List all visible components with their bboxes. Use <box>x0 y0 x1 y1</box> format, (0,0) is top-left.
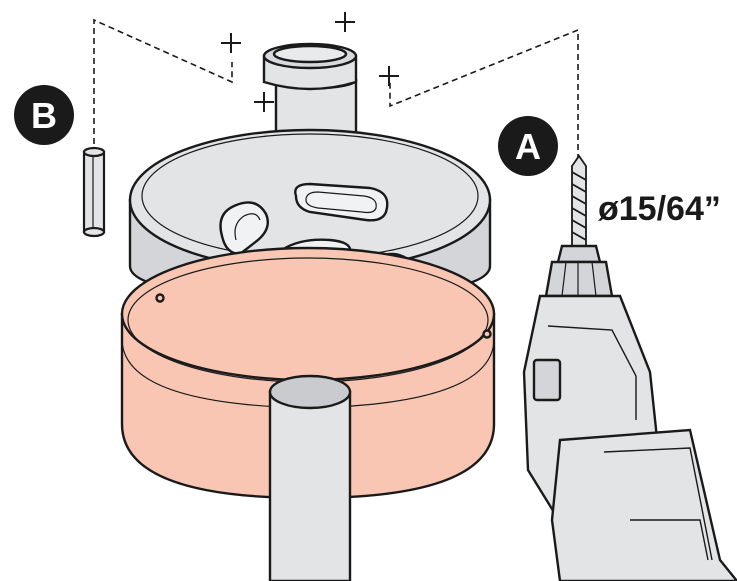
downrod <box>268 374 352 581</box>
step-badge-a: A <box>498 116 558 176</box>
drill-bit-icon <box>571 154 587 247</box>
drill-size-label: ø15/64” <box>598 190 721 228</box>
guide-lines <box>93 18 579 160</box>
wall-anchor-icon <box>82 146 106 238</box>
step-badge-b-label: B <box>31 95 57 136</box>
step-badge-b: B <box>14 85 74 145</box>
drill-icon <box>522 244 737 581</box>
plus-mark-icon <box>221 12 399 112</box>
step-badge-a-label: A <box>515 126 541 167</box>
